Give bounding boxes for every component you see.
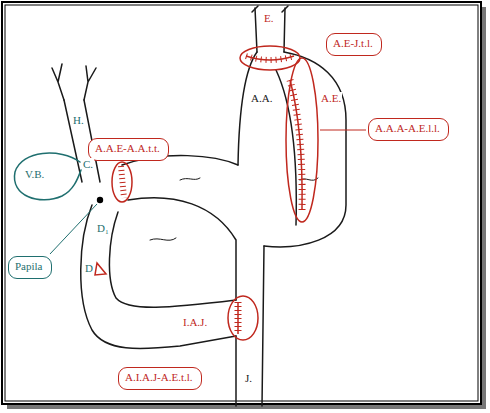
gallbladder: [14, 153, 81, 200]
anatomy-label: D: [84, 262, 94, 275]
annotation-text: A.E-J.t.l.: [333, 37, 375, 50]
hepatic-ducts: [52, 64, 96, 100]
frame: [2, 2, 481, 404]
annotation-box: A.E-J.t.l.: [326, 33, 382, 56]
annotation-text: A.A.A-A.E.l.l.: [375, 122, 442, 135]
frame-inner: [5, 5, 478, 401]
anastomosis-ring: [286, 58, 318, 222]
annotation-box: A.A.E-A.A.t.t.: [88, 138, 169, 161]
anatomy-label: C.: [82, 158, 94, 171]
staple-line: [237, 302, 239, 334]
staple-ticks: [246, 56, 294, 60]
staple-line: [246, 56, 294, 60]
anatomy-label: V.B.: [24, 168, 45, 181]
esophagus-wall: [284, 8, 285, 52]
anastomosis-ring: [228, 296, 258, 340]
leader-line: [50, 204, 97, 254]
staple-ticks: [290, 80, 302, 210]
annotation-box: A.A.A-A.E.l.l.: [368, 118, 449, 141]
annotation-text: Papila: [15, 260, 45, 273]
papilla-dot: [97, 197, 103, 203]
annotation-box: A.I.A.J-A.E.t.l.: [118, 367, 202, 390]
staple-ticks: [235, 302, 242, 334]
anatomy-label: D₁: [96, 222, 110, 235]
staple-ticks: [121, 166, 124, 198]
anatomy-label: I.A.J.: [182, 316, 208, 329]
duodenum-wall: [109, 212, 236, 307]
annotation-box: Papila: [8, 256, 52, 279]
anatomy-label: H.: [72, 114, 85, 127]
anatomy-label: A.E.: [320, 92, 342, 105]
annotation-text: A.I.A.J-A.E.t.l.: [125, 371, 195, 384]
anastomosis-ring: [112, 162, 132, 202]
duodenum-wall: [81, 205, 236, 349]
anastomosis-ring: [240, 46, 300, 70]
triangle-mark: [95, 263, 106, 275]
annotation-text: A.A.E-A.A.t.t.: [95, 142, 162, 155]
anatomy-label: A.A.: [250, 92, 273, 105]
anatomy-label: J.: [244, 372, 253, 385]
leader-line: [320, 130, 366, 131]
esophagus-wall: [255, 8, 257, 52]
efferent-limb-wall: [264, 52, 346, 247]
staple-line: [290, 80, 302, 210]
jejunum-wall: [262, 246, 264, 406]
anatomy-label: E.: [263, 12, 274, 25]
